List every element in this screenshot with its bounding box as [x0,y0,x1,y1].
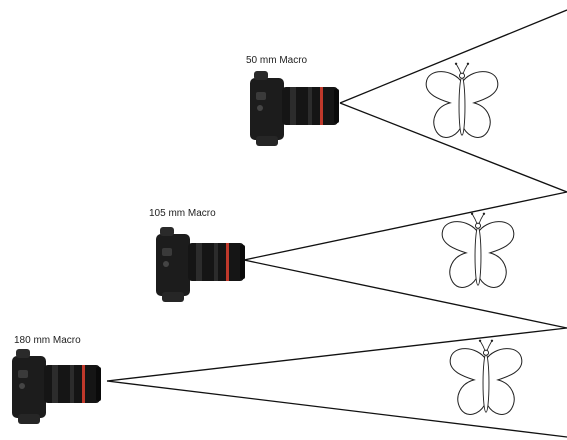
butterfly-180mm-icon [450,340,522,415]
setup-50mm: 50 mm Macro [246,10,567,192]
setup-180mm: 180 mm Macro [12,328,567,437]
butterfly-50mm-icon [426,63,498,138]
camera-105mm-icon [156,227,245,302]
fov-bottom-line-105mm [244,260,567,328]
fov-top-line-105mm [244,192,567,260]
camera-180mm-icon [12,349,101,424]
label-50mm: 50 mm Macro [246,55,308,66]
label-105mm: 105 mm Macro [149,208,216,219]
butterfly-105mm-icon [442,213,514,288]
camera-50mm-icon [250,71,339,146]
label-180mm: 180 mm Macro [14,335,81,346]
setup-105mm: 105 mm Macro [149,192,567,328]
